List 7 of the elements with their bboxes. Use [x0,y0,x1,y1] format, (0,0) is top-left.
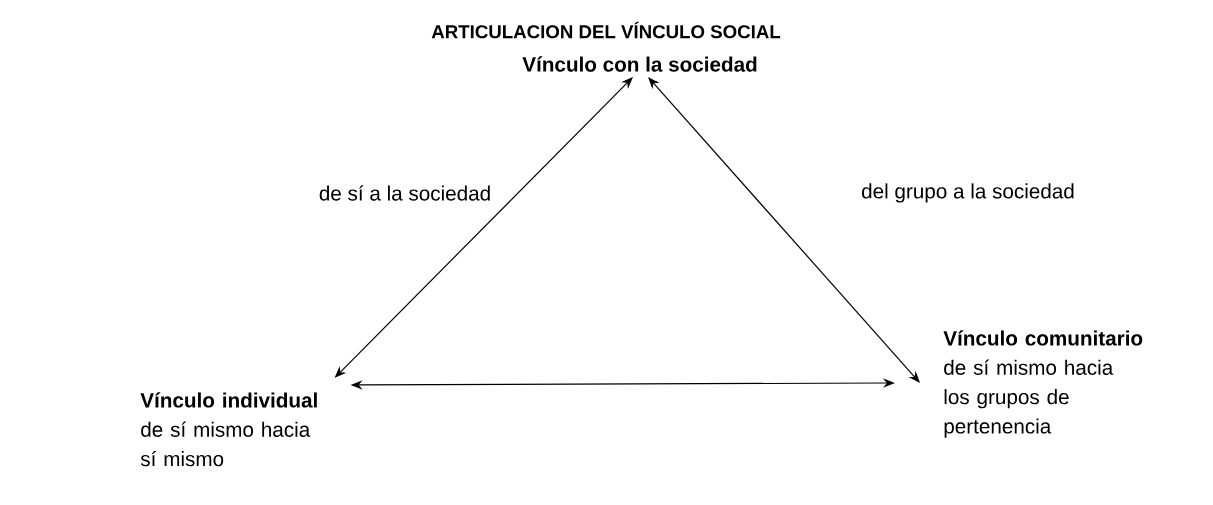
node-text: Vínculo con la sociedad [522,56,757,72]
edge-label: de sí a la sociedad [317,183,493,203]
node-text: Vínculo comunitario de sí mismo hacia los grupos de pertenencia [943,330,1143,438]
edge-label: del grupo a la sociedad [859,182,1077,204]
diagram-title: ARTICULACION DEL VÍNCULO SOCIAL [431,21,781,39]
node-text: Vínculo individual de sí mismo hacia sí mismo [140,392,317,467]
arrow [648,77,920,383]
